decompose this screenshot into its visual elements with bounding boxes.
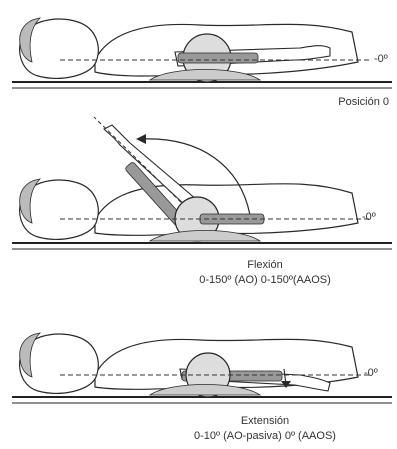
panel-extension: -0º Extensión 0-10º (AO-pasiva) 0º (AAOS…: [0, 295, 397, 449]
zero-label: -0º: [374, 53, 388, 65]
caption-extension: Extensión 0-10º (AO-pasiva) 0º (AAOS): [140, 414, 390, 444]
zero-label: -0º: [364, 367, 378, 379]
humerus-bar: [178, 53, 258, 63]
caption-title: Flexión: [140, 258, 390, 273]
caption-line: Posición 0: [189, 95, 389, 110]
caption-title: Extensión: [140, 414, 390, 429]
caption-range: 0-150º (AO) 0-150º(AAOS): [140, 273, 390, 288]
caption-flexion: Flexión 0-150º (AO) 0-150º(AAOS): [140, 258, 390, 288]
body-outline: [95, 184, 358, 236]
caption-position-0: Posición 0: [189, 95, 389, 110]
panel-flexion: -0º Flexión 0-150º (AO) 0-150º(AAOS): [0, 115, 397, 295]
arrowhead: [136, 134, 146, 144]
caption-range: 0-10º (AO-pasiva) 0º (AAOS): [140, 429, 390, 444]
panel-position-0: -0º Posición 0: [0, 0, 397, 115]
zero-label: -0º: [362, 211, 376, 223]
